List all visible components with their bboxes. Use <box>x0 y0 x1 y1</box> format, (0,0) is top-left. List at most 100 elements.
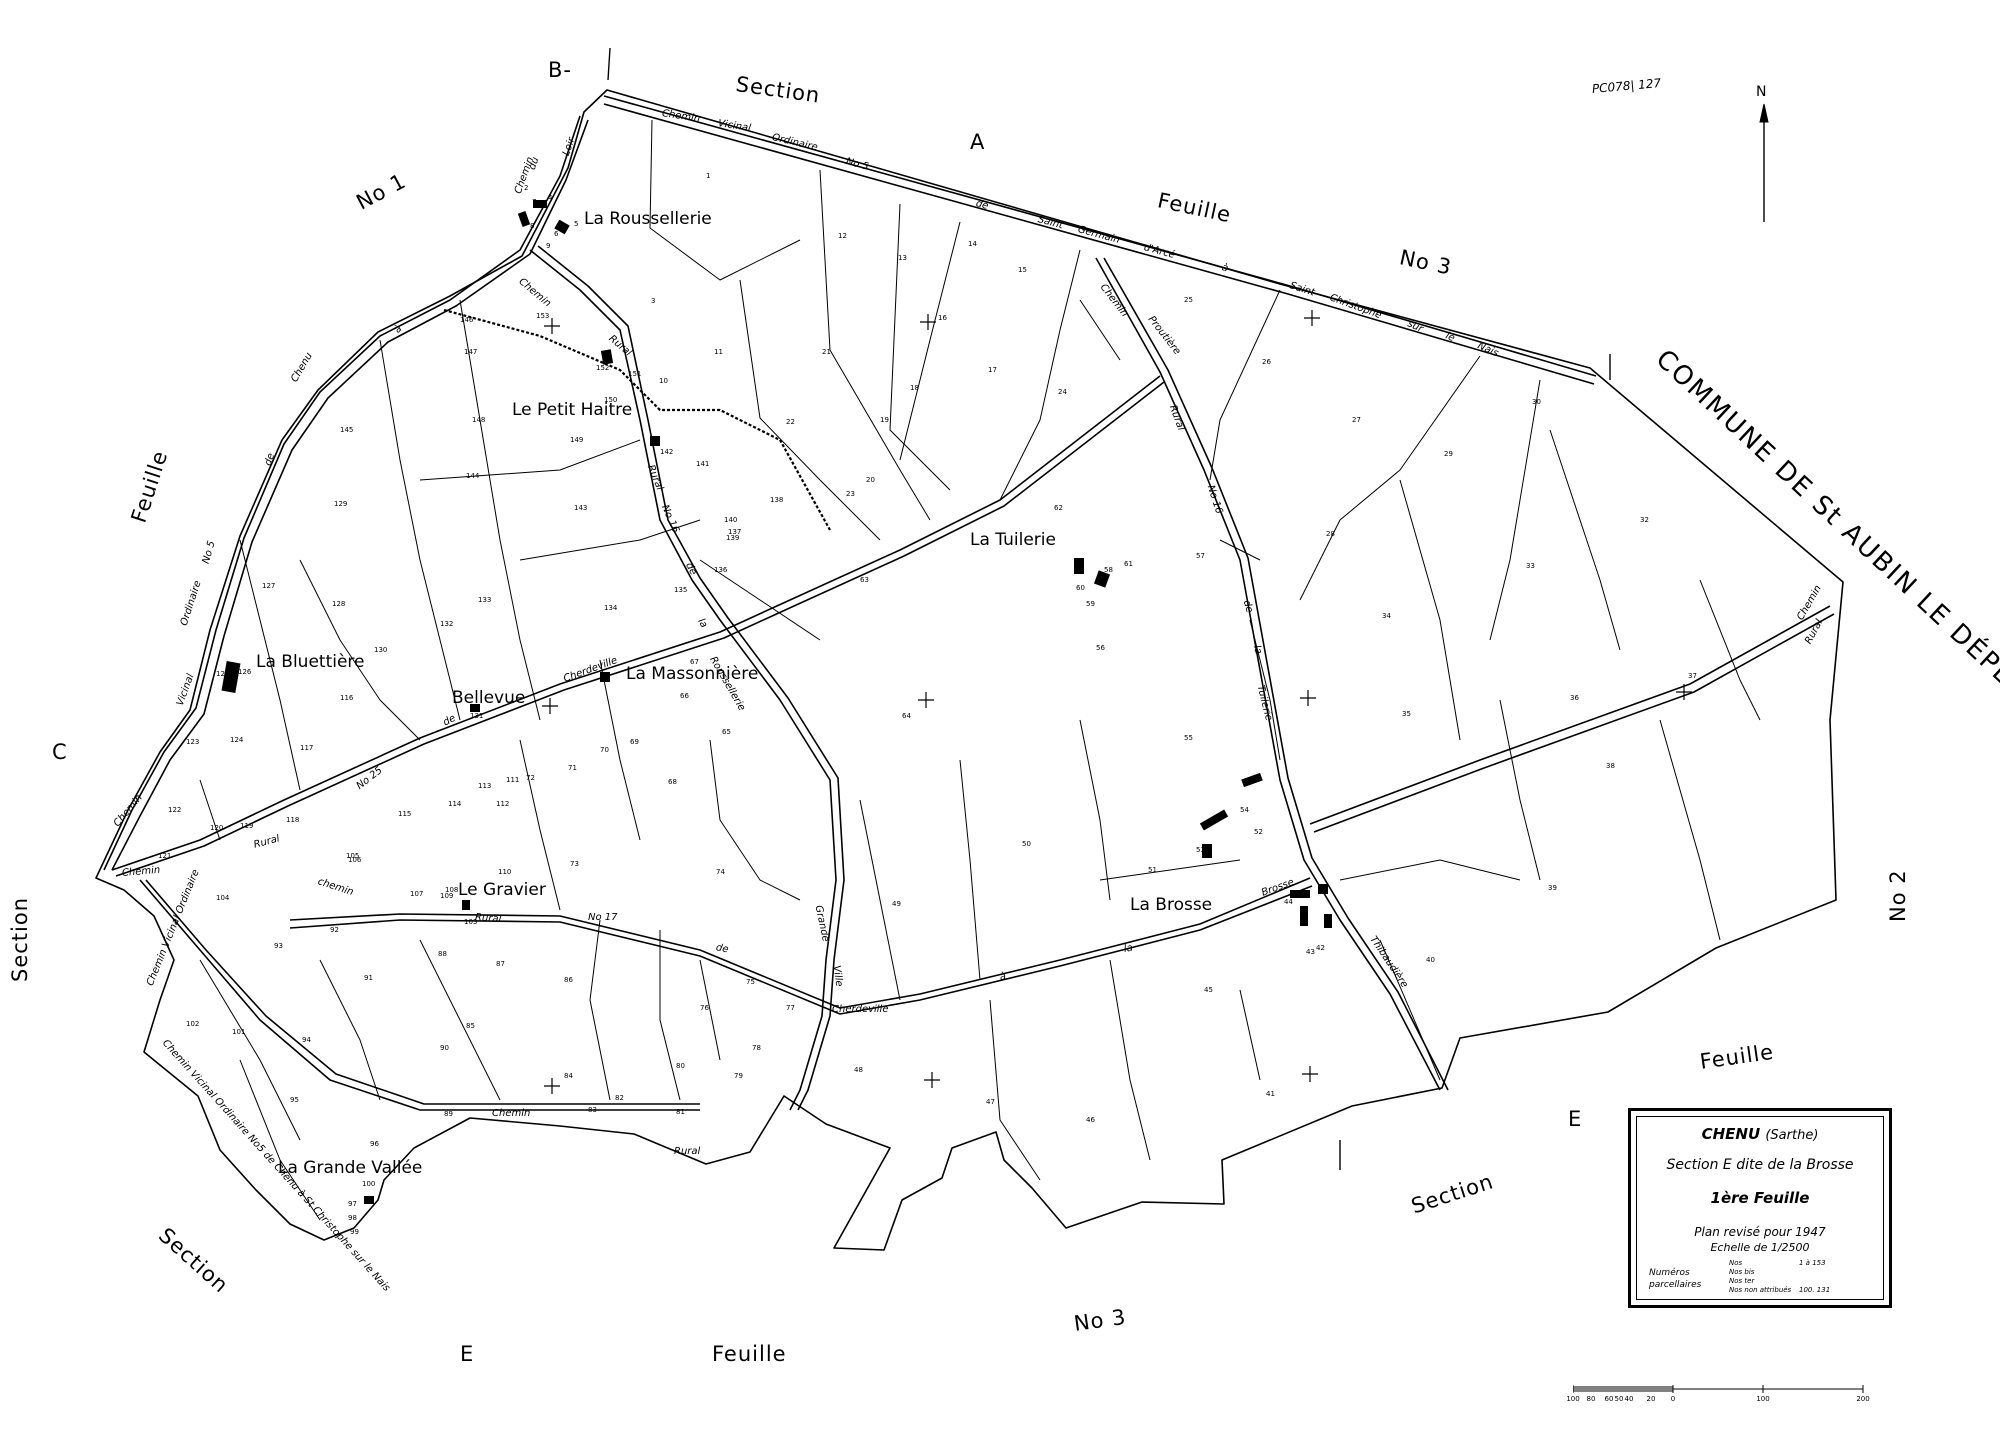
margin-label-sec-br-2: E <box>1568 1107 1583 1131</box>
parcel-number: 152 <box>596 364 610 372</box>
parcel-number: 25 <box>1184 296 1193 304</box>
parcel-number: 53 <box>1196 846 1205 854</box>
parcel-number: 9 <box>546 242 551 250</box>
road-brosse <box>289 877 1313 1015</box>
road-left <box>103 115 589 871</box>
buildings <box>221 200 1332 1204</box>
parcel-number: 97 <box>348 1200 357 1208</box>
parcel-number: 127 <box>262 582 276 590</box>
parcel-number: 83 <box>588 1106 597 1114</box>
parcel-numbers-row: Nos bis <box>1729 1268 1869 1277</box>
parcel-number: 81 <box>676 1108 685 1116</box>
parcel-number: 56 <box>1096 644 1105 652</box>
parcel-number: 28 <box>1326 530 1335 538</box>
place-name-la-massonniere: La Massonnière <box>626 664 759 684</box>
parcel-number: 120 <box>210 824 224 832</box>
road-vicinal-5 <box>603 95 1597 385</box>
parcel-number: 60 <box>1076 584 1085 592</box>
parcel-number: 125 <box>216 670 230 678</box>
parcel-number: 30 <box>1532 398 1541 406</box>
parcel-number: 59 <box>1086 600 1095 608</box>
road-cherdeville <box>111 375 1165 877</box>
parcel-number: 45 <box>1204 986 1213 994</box>
parcel-number: 3 <box>651 297 656 305</box>
parcel-number: 116 <box>340 694 354 702</box>
parcel-number: 57 <box>1196 552 1205 560</box>
parcel-number: 71 <box>568 764 577 772</box>
parcel-number: 85 <box>466 1022 475 1030</box>
parcel-number: 82 <box>615 1094 624 1102</box>
road-label: Rural <box>674 1146 701 1157</box>
parcel-number: 38 <box>1606 762 1615 770</box>
parcel-number: 114 <box>448 800 462 808</box>
cartouche-section: Section E dite de la Brosse <box>1666 1157 1854 1173</box>
parcel-number: 13 <box>898 254 907 262</box>
parcel-number: 10 <box>659 377 668 385</box>
parcel-number: 64 <box>902 712 911 720</box>
parcel-number: 51 <box>1148 866 1157 874</box>
parcel-number: 75 <box>746 978 755 986</box>
place-name-la-roussellerie: La Roussellerie <box>584 209 712 229</box>
parcel-number: 19 <box>880 416 889 424</box>
north-arrow-icon <box>1759 103 1769 222</box>
parcel-number: 95 <box>290 1096 299 1104</box>
parcel-number: 119 <box>240 822 254 830</box>
parcel-number: 113 <box>478 782 492 790</box>
margin-label-sec-top-3: A <box>970 130 986 154</box>
title-cartouche: CHENU (Sarthe) Section E dite de la Bros… <box>1628 1108 1892 1308</box>
parcel-number: 117 <box>300 744 314 752</box>
parcel-number: 20 <box>866 476 875 484</box>
row-key: Nos ter <box>1729 1277 1755 1285</box>
parcel-number: 145 <box>340 426 354 434</box>
parcel-number: 58 <box>1104 566 1113 574</box>
road-label: Chemin <box>492 1108 531 1119</box>
parcel-number: 69 <box>630 738 639 746</box>
scale-tick-label: 100 <box>1566 1395 1580 1403</box>
parcel-number: 33 <box>1526 562 1535 570</box>
parcel-number: 79 <box>734 1072 743 1080</box>
parcel-number: 143 <box>574 504 588 512</box>
parcel-number: 130 <box>374 646 388 654</box>
parcel-number: 138 <box>770 496 784 504</box>
parcel-number: 124 <box>230 736 244 744</box>
parcel-number: 144 <box>466 472 480 480</box>
parcel-number: 35 <box>1402 710 1411 718</box>
parcel-number: 7 <box>532 198 537 206</box>
scale-tick-label: 40 <box>1624 1395 1634 1403</box>
parcel-number: 24 <box>1058 388 1067 396</box>
parcel-number: 21 <box>822 348 831 356</box>
parcel-number: 122 <box>168 806 182 814</box>
hatched-track <box>443 308 831 531</box>
parcel-number: 93 <box>274 942 283 950</box>
parcel-number: 37 <box>1688 672 1697 680</box>
road-label: la <box>1123 942 1134 955</box>
parcel-number: 32 <box>1640 516 1649 524</box>
parcel-number: 135 <box>674 586 688 594</box>
scale-tick-label: 50 <box>1614 1395 1624 1403</box>
place-name-la-brosse: La Brosse <box>1130 895 1213 915</box>
parcel-number: 78 <box>752 1044 761 1052</box>
parcel-number: 50 <box>1022 840 1031 848</box>
parcel-number: 131 <box>470 712 484 720</box>
parcel-number: 118 <box>286 816 300 824</box>
parcel-number: 62 <box>1054 504 1063 512</box>
parcel-number: 55 <box>1184 734 1193 742</box>
parcel-number: 47 <box>986 1098 995 1106</box>
parcel-number: 46 <box>1086 1116 1095 1124</box>
parcel-number: 73 <box>570 860 579 868</box>
parcel-number: 6 <box>554 230 559 238</box>
parcel-number: 52 <box>1254 828 1263 836</box>
parcel-number: 103 <box>464 918 478 926</box>
scale-tick-label: 60 <box>1604 1395 1614 1403</box>
parcel-number: 2 <box>524 184 529 192</box>
section-boundary <box>95 89 1844 1251</box>
parcel-number: 111 <box>506 776 520 784</box>
north-label: N <box>1756 84 1767 100</box>
road-label: Cherdeville <box>832 1004 889 1015</box>
road-right-diagonal <box>1309 605 1835 833</box>
parcel-number: 101 <box>232 1028 246 1036</box>
parcel-number: 77 <box>786 1004 795 1012</box>
parcel-number: 87 <box>496 960 505 968</box>
